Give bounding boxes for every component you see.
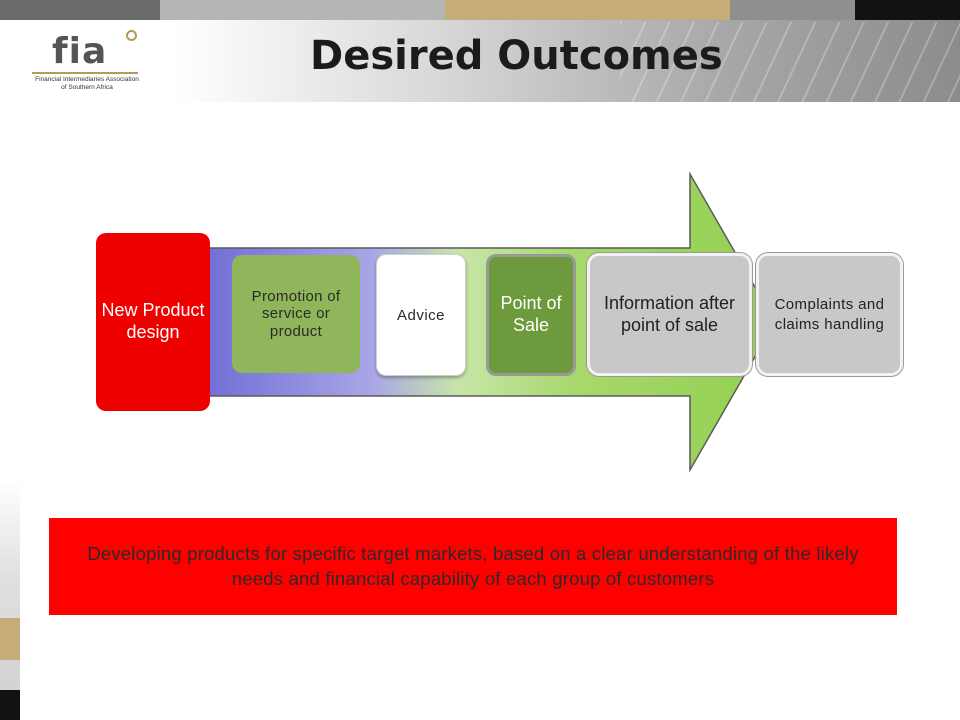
header-color-bar — [855, 0, 960, 20]
header-banner: fia Financial Intermediaries Association… — [0, 0, 960, 102]
logo-subtitle-line1: Financial Intermediaries Association — [35, 76, 139, 83]
logo-underline — [32, 72, 138, 74]
header-color-bar — [445, 0, 730, 20]
header-color-bar — [160, 0, 445, 20]
header-pattern — [620, 22, 960, 102]
stage-point-of-sale: Point of Sale — [486, 254, 576, 376]
left-decor-strip — [0, 480, 20, 720]
description-box: Developing products for specific target … — [49, 518, 897, 615]
logo-mark: fia — [52, 31, 108, 72]
stage-information-after-sale: Information after point of sale — [587, 253, 752, 376]
left-decor-black — [0, 690, 20, 720]
fia-logo: fia Financial Intermediaries Association… — [32, 30, 142, 98]
stage-complaints-handling: Complaints and claims handling — [756, 253, 903, 376]
logo-subtitle-line2: of Southern Africa — [61, 84, 113, 91]
stage-promotion: Promotion of service or product — [232, 255, 360, 373]
stage-new-product-design: New Product design — [96, 233, 210, 411]
header-color-bar — [0, 0, 160, 20]
header-color-bar — [730, 0, 855, 20]
page-title: Desired Outcomes — [310, 33, 723, 79]
left-decor-gold — [0, 618, 20, 660]
stage-advice: Advice — [376, 254, 466, 376]
logo-dot-icon — [126, 30, 137, 41]
